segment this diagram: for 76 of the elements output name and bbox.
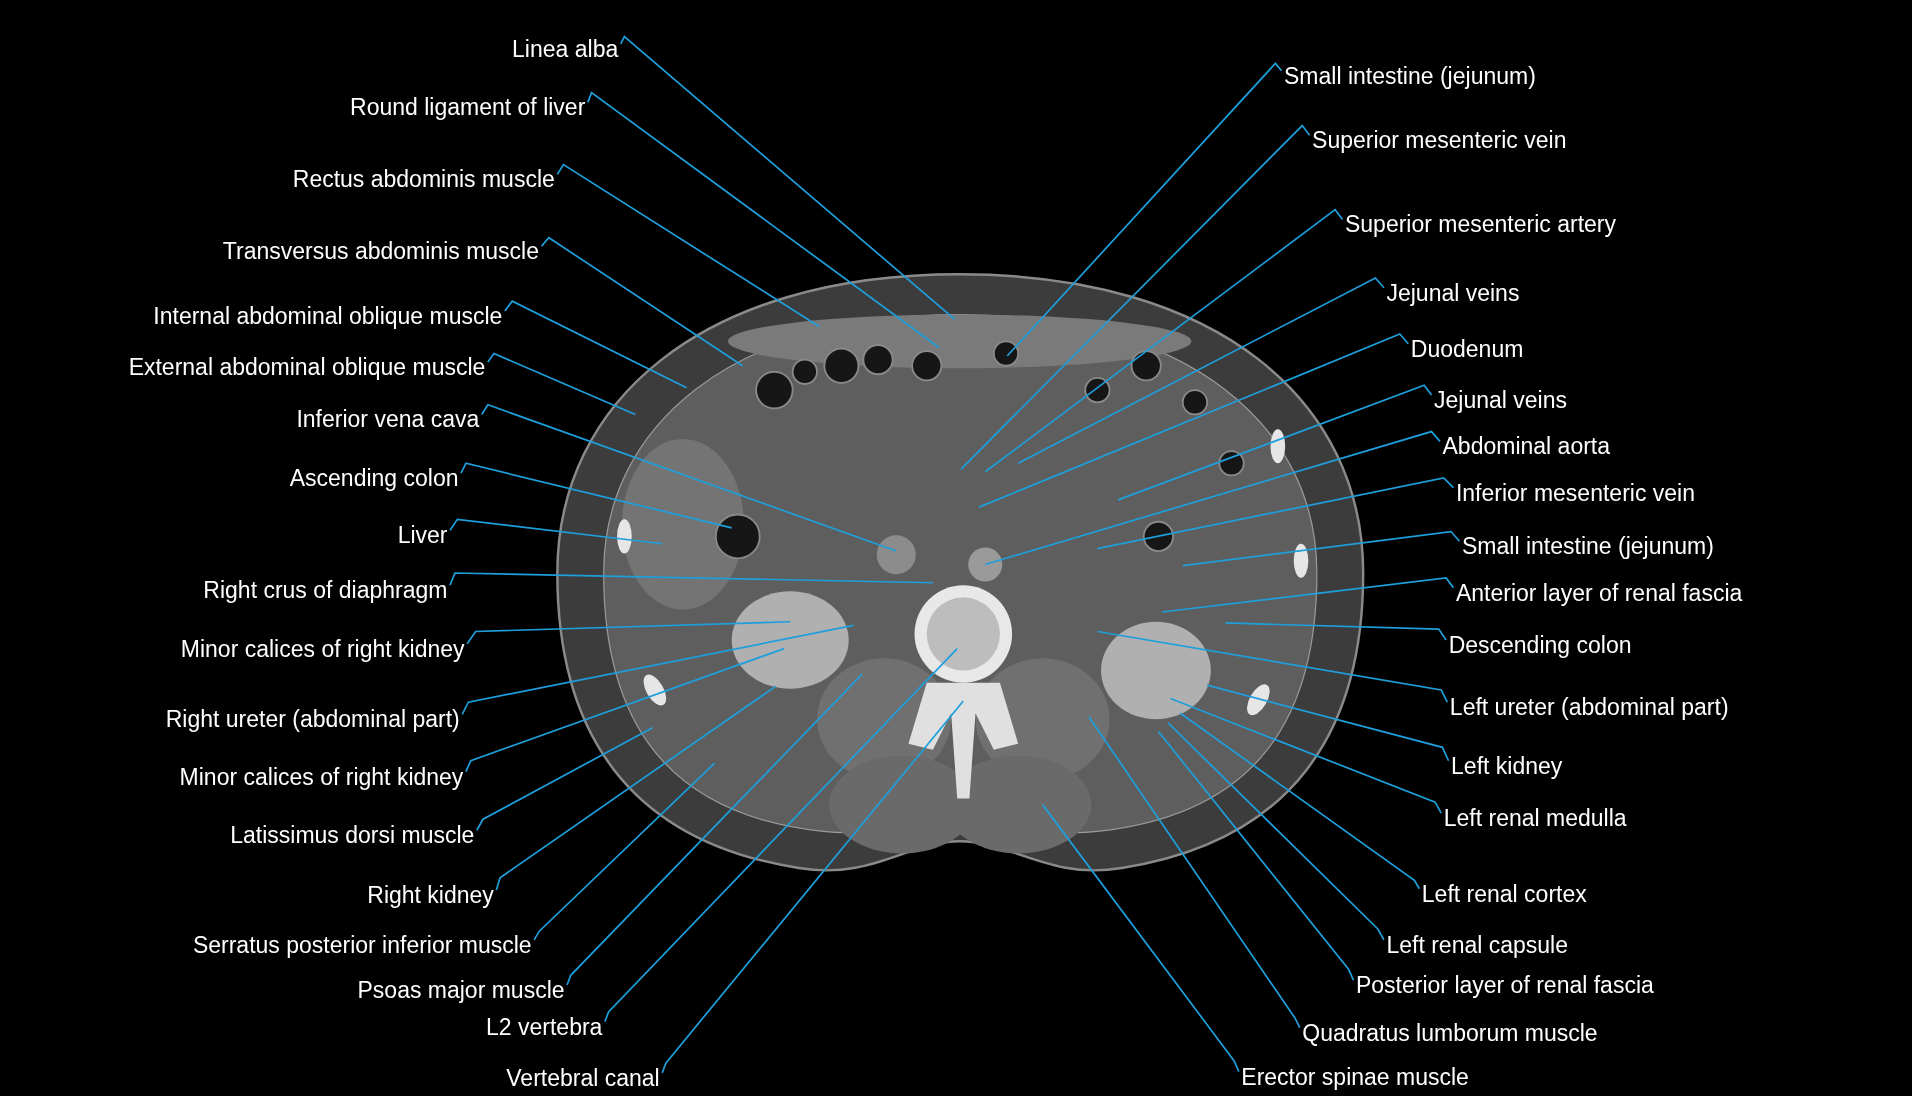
structure-label: Minor calices of right kidney bbox=[180, 634, 465, 663]
leader-line bbox=[1088, 716, 1301, 1029]
leader-line bbox=[449, 518, 664, 545]
structure-label: Superior mesenteric artery bbox=[1345, 210, 1616, 239]
structure-label: Right kidney bbox=[367, 881, 494, 909]
leader-line bbox=[1206, 684, 1450, 762]
structure-label: Superior mesenteric vein bbox=[1312, 126, 1567, 155]
leader-line bbox=[978, 333, 1410, 508]
leader-line bbox=[461, 624, 855, 716]
leader-line bbox=[1179, 712, 1421, 890]
structure-label: Left kidney bbox=[1451, 751, 1563, 780]
leader-line bbox=[1167, 722, 1385, 941]
leader-line bbox=[619, 35, 956, 321]
leader-line bbox=[487, 352, 637, 416]
leader-line bbox=[1006, 62, 1283, 357]
leader-line bbox=[1157, 730, 1355, 982]
structure-label: Right crus of diaphragm bbox=[203, 576, 448, 605]
structure-label: Abdominal aorta bbox=[1442, 432, 1611, 461]
leader-line bbox=[586, 91, 940, 349]
structure-label: Round ligament of liver bbox=[350, 93, 586, 122]
structure-label: Ascending colon bbox=[289, 464, 459, 492]
structure-label: Psoas major muscle bbox=[357, 976, 565, 1005]
structure-label: Serratus posterior inferior muscle bbox=[192, 931, 532, 959]
structure-label: Left ureter (abdominal part) bbox=[1449, 693, 1729, 722]
structure-label: Left renal capsule bbox=[1386, 931, 1568, 959]
leader-line bbox=[1224, 622, 1447, 641]
leader-line bbox=[1117, 384, 1433, 501]
leader-line bbox=[466, 620, 792, 645]
leader-line bbox=[556, 163, 821, 328]
structure-label: Jejunal veins bbox=[1386, 278, 1520, 307]
leader-line bbox=[540, 236, 744, 367]
structure-label: Left renal medulla bbox=[1443, 804, 1627, 833]
leader-line bbox=[1161, 576, 1455, 613]
leader-line bbox=[604, 647, 959, 1023]
leader-line bbox=[465, 647, 785, 773]
structure-label: Rectus abdominis muscle bbox=[292, 165, 555, 194]
structure-label: Right ureter (abdominal part) bbox=[165, 705, 460, 734]
leader-line bbox=[460, 462, 733, 529]
leader-line bbox=[661, 700, 965, 1074]
leader-line bbox=[449, 572, 934, 587]
structure-label: Small intestine (jejunum) bbox=[1284, 61, 1536, 90]
leader-line bbox=[984, 208, 1344, 473]
leader-line bbox=[533, 762, 716, 941]
leader-line bbox=[1169, 697, 1443, 814]
structure-label: External abdominal oblique muscle bbox=[128, 353, 486, 382]
structure-label: Inferior mesenteric vein bbox=[1455, 478, 1695, 507]
structure-label: Minor calices of right kidney bbox=[179, 762, 464, 791]
structure-label: Inferior vena cava bbox=[296, 405, 480, 434]
leader-line bbox=[566, 673, 863, 986]
structure-label: Linea alba bbox=[512, 34, 619, 63]
leader-line bbox=[1041, 803, 1240, 1073]
structure-label: Duodenum bbox=[1410, 334, 1524, 363]
structure-label: Erector spinae muscle bbox=[1241, 1062, 1469, 1091]
structure-label: Transversus abdominis muscle bbox=[222, 237, 539, 266]
structure-label: Internal abdominal oblique muscle bbox=[153, 301, 503, 330]
structure-label: Vertebral canal bbox=[506, 1063, 660, 1092]
leader-line bbox=[1096, 630, 1449, 704]
leader-line bbox=[984, 430, 1441, 566]
leader-line bbox=[1181, 530, 1461, 567]
leader-line bbox=[476, 726, 654, 832]
structure-label: Descending colon bbox=[1448, 631, 1632, 660]
structure-label: Posterior layer of renal fascia bbox=[1355, 971, 1654, 1000]
structure-label: Anterior layer of renal fascia bbox=[1455, 578, 1743, 607]
structure-label: Small intestine (jejunum) bbox=[1462, 532, 1714, 561]
leader-line bbox=[504, 300, 688, 389]
structure-label: Liver bbox=[397, 521, 448, 550]
leader-line bbox=[495, 685, 777, 891]
structure-label: Jejunal veins bbox=[1434, 385, 1567, 414]
structure-label: Left renal cortex bbox=[1421, 879, 1587, 908]
structure-label: Latissimus dorsi muscle bbox=[230, 821, 475, 850]
structure-label: Quadratus lumborum muscle bbox=[1302, 1018, 1598, 1047]
leader-line bbox=[960, 124, 1311, 471]
leader-line bbox=[480, 403, 898, 552]
leader-line bbox=[1096, 476, 1455, 550]
leader-line bbox=[1017, 276, 1385, 465]
structure-label: L2 vertebra bbox=[486, 1012, 603, 1041]
